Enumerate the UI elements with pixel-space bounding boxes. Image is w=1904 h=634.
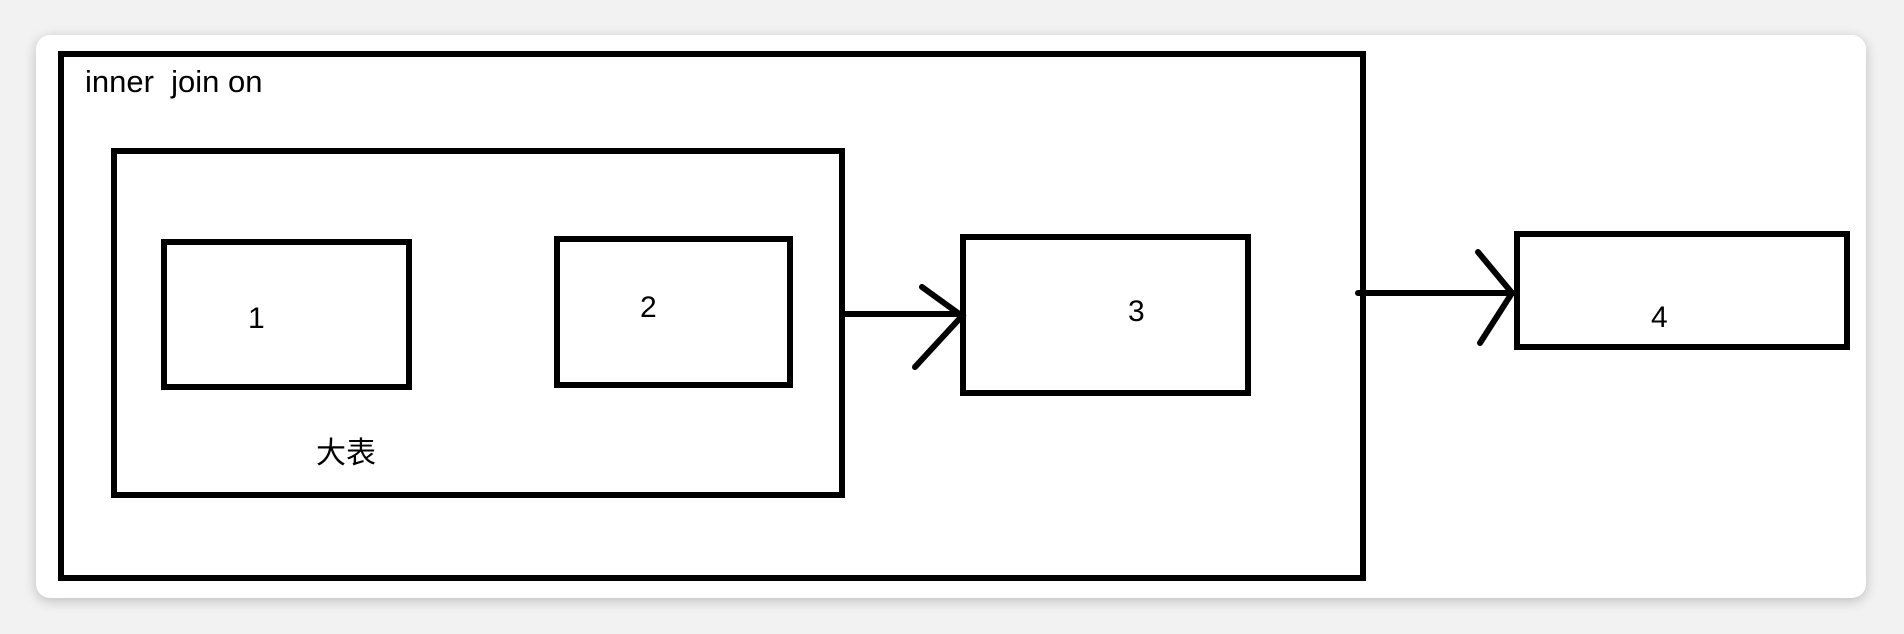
node-1-label: 1	[248, 302, 265, 335]
node-4-box	[1514, 231, 1850, 350]
outer-join-label: inner join on	[85, 64, 263, 99]
node-4-label: 4	[1651, 301, 1668, 334]
arrow-outer-to-node-4	[1355, 249, 1517, 346]
node-1-box	[161, 239, 412, 390]
node-2-label: 2	[640, 291, 657, 324]
arrow-head	[1475, 249, 1516, 346]
big-table-label: 大表	[316, 436, 376, 471]
arrow-group-to-node-3	[842, 284, 967, 370]
outer-join-box	[58, 51, 1366, 581]
node-3-label: 3	[1128, 295, 1145, 328]
big-table-group-box	[111, 148, 845, 498]
arrow-head	[912, 284, 967, 370]
node-2-box	[554, 236, 793, 388]
